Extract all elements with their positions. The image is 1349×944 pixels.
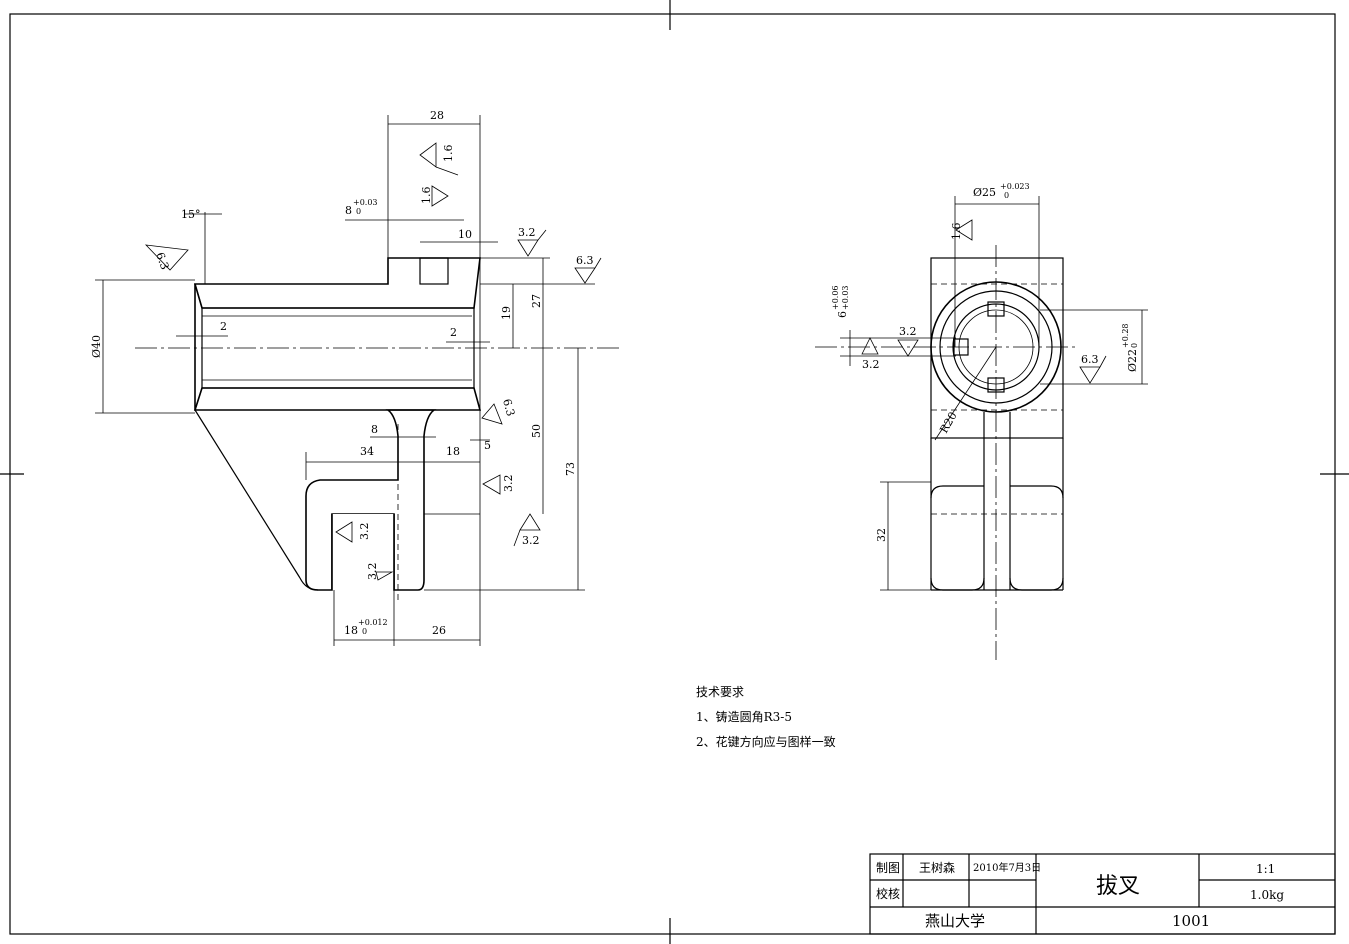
hub-bottom-wall <box>193 387 482 411</box>
svg-text:+0.28: +0.28 <box>1121 323 1130 348</box>
svg-text:1.6: 1.6 <box>442 145 455 163</box>
svg-text:6.3: 6.3 <box>500 397 517 417</box>
dim-r20: R20 <box>937 410 959 436</box>
title-block: 制图 王树森 2010年7月3日 校核 拔叉 1:1 1.0kg 燕山大学 10… <box>869 853 1336 935</box>
dim-15deg: 15° <box>181 208 201 221</box>
svg-text:0: 0 <box>362 627 367 636</box>
svg-text:1.6: 1.6 <box>950 223 963 241</box>
svg-text:3.2: 3.2 <box>502 475 515 493</box>
dim-34: 34 <box>360 445 374 458</box>
svg-text:0: 0 <box>356 207 361 216</box>
dim-28: 28 <box>430 109 444 122</box>
svg-text:6.3: 6.3 <box>1081 353 1099 366</box>
svg-text:3.2: 3.2 <box>522 534 540 547</box>
dim-8: 8 <box>345 204 352 217</box>
school-name: 燕山大学 <box>925 912 985 930</box>
draw-label: 制图 <box>876 861 900 875</box>
dim-5: 5 <box>484 439 491 452</box>
svg-text:+0.023: +0.023 <box>1000 182 1030 191</box>
svg-text:3.2: 3.2 <box>358 523 371 541</box>
dim-50: 50 <box>530 424 543 438</box>
dim-19: 19 <box>500 306 513 320</box>
left-view-dimensions: 28 8 +0.03 0 10 15° 2 2 Ø40 19 27 50 <box>90 109 595 646</box>
dim-73: 73 <box>564 462 577 476</box>
svg-text:+0.012: +0.012 <box>358 618 388 627</box>
requirement-1: 1、铸造圆角R3-5 <box>696 709 792 724</box>
right-view <box>815 245 1075 660</box>
weight: 1.0kg <box>1250 888 1284 902</box>
dim-32: 32 <box>875 528 888 542</box>
dim-27: 27 <box>530 294 543 308</box>
svg-text:3.2: 3.2 <box>366 563 379 581</box>
dim-2-left: 2 <box>220 320 227 333</box>
draw-date: 2010年7月3日 <box>973 861 1041 874</box>
requirement-2: 2、花键方向应与图样一致 <box>696 734 836 749</box>
check-label: 校核 <box>876 886 900 901</box>
technical-requirements: 技术要求 1、铸造圆角R3-5 2、花键方向应与图样一致 <box>696 685 836 749</box>
requirements-title: 技术要求 <box>696 685 744 699</box>
svg-text:6.3: 6.3 <box>576 254 594 267</box>
scale: 1:1 <box>1256 862 1275 876</box>
drawer-name: 王树森 <box>919 860 955 875</box>
svg-text:+0.03: +0.03 <box>841 285 850 310</box>
drawing-number: 1001 <box>1172 912 1210 930</box>
dim-10: 10 <box>458 228 472 241</box>
svg-text:3.2: 3.2 <box>862 358 880 371</box>
dim-d40: Ø40 <box>90 335 103 358</box>
part-name: 拔叉 <box>1096 874 1140 899</box>
keyway-slot <box>419 257 449 285</box>
svg-text:+0.06: +0.06 <box>831 285 840 310</box>
svg-text:0: 0 <box>1130 343 1139 348</box>
svg-text:1.6: 1.6 <box>420 187 433 205</box>
left-view-roughness: 1.6 1.6 3.2 6.3 6.3 6.3 3.2 3.2 3.2 3.2 <box>144 142 602 581</box>
left-section-view <box>135 257 620 646</box>
dim-18b: 18 <box>344 624 358 637</box>
dim-18: 18 <box>446 445 460 458</box>
svg-text:+0.03: +0.03 <box>353 198 378 207</box>
dim-d22: Ø22 <box>1126 349 1139 372</box>
right-view-dimensions: Ø25 +0.023 0 6 +0.06 +0.03 Ø22 +0.28 0 R… <box>831 182 1148 591</box>
dim-26: 26 <box>432 624 446 637</box>
dim-6: 6 <box>836 311 849 318</box>
right-view-roughness: 1.6 3.2 3.2 6.3 <box>861 219 1107 384</box>
svg-text:0: 0 <box>1004 191 1009 200</box>
dim-d25: Ø25 <box>973 186 996 199</box>
svg-text:3.2: 3.2 <box>518 226 536 239</box>
hub-top-wall <box>193 257 481 309</box>
svg-text:3.2: 3.2 <box>899 325 917 338</box>
dim-2-right: 2 <box>450 326 457 339</box>
dim-8b: 8 <box>371 423 378 436</box>
svg-text:6.3: 6.3 <box>153 251 171 272</box>
